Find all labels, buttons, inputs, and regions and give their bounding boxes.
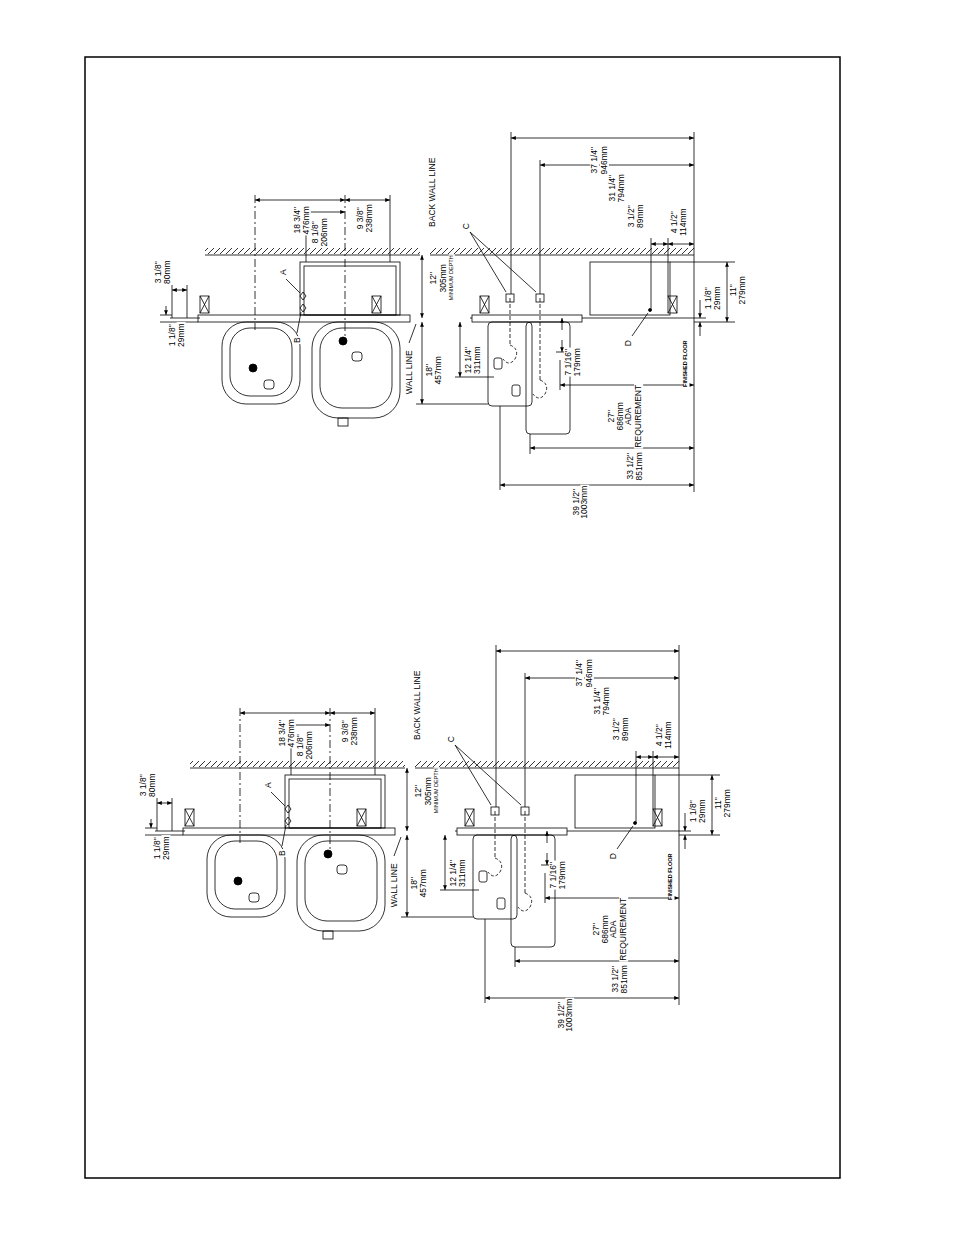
drawing-label: 7 1/16": [549, 861, 558, 890]
drawing-label: 7 1/16": [564, 348, 573, 377]
drawing-label: MINIMUM DEPTH: [433, 768, 439, 815]
drawing-label: 12": [429, 271, 438, 285]
drawing-label: 12 1/4": [449, 859, 458, 888]
drawing-label: 29mm: [713, 285, 722, 311]
drawing-label: 311mm: [458, 858, 467, 888]
drawing-label: ADA: [625, 406, 634, 425]
drawing-label: 11": [714, 796, 723, 810]
drawing-label: 18": [425, 363, 434, 377]
drawing-label: 11": [729, 283, 738, 297]
drawing-label: REQUIREMENT: [634, 384, 643, 449]
drawing-label: 29mm: [162, 835, 171, 861]
drawing-label: 686mm: [616, 401, 625, 431]
drawing-label: 9 3/8": [356, 206, 365, 230]
drawing-label: 457mm: [434, 355, 443, 385]
drawing-label: 1 1/8": [704, 286, 713, 310]
drawing-label: 206mm: [320, 217, 329, 247]
drawing-label: 29mm: [177, 322, 186, 348]
drawing-label: MINIMUM DEPTH: [448, 255, 454, 302]
drawing-label: 4 1/2": [670, 210, 679, 234]
drawing-label: 946mm: [585, 658, 594, 688]
drawing-label: 80mm: [148, 772, 157, 798]
drawing-label: A: [264, 781, 273, 789]
drawing-label: 311mm: [473, 345, 482, 375]
drawing-label: 457mm: [419, 868, 428, 898]
drawing-label: A: [279, 268, 288, 276]
drawing-label: 31 1/4": [593, 687, 602, 716]
drawing-label: 4 1/2": [655, 723, 664, 747]
drawing-label: 179mm: [573, 347, 582, 377]
drawing-label: 18 3/4": [293, 206, 302, 235]
drawing-label: 1003mm: [581, 484, 590, 519]
drawing-label: 1 1/8": [168, 323, 177, 347]
drawing-label: 33 1/2": [626, 452, 635, 481]
drawing-label: ADA: [610, 919, 619, 938]
drawing-label: B: [293, 336, 302, 344]
drawing-label: 3 1/2": [612, 717, 621, 741]
drawing-label: 279mm: [738, 275, 747, 305]
drawing-label: 39 1/2": [572, 488, 581, 517]
drawing-label: 12 1/4": [464, 346, 473, 375]
drawing-label: 305mm: [424, 776, 433, 806]
drawing-label: FINISHED FLOOR: [683, 340, 689, 388]
drawing-label: 18 3/4": [278, 719, 287, 748]
drawing-label: WALL LINE: [390, 862, 399, 908]
drawing-label: 1003mm: [566, 997, 575, 1032]
drawing-label: D: [624, 339, 633, 347]
drawing-label: 686mm: [601, 914, 610, 944]
drawing-label: C: [447, 735, 456, 743]
drawing-label: BACK WALL LINE: [414, 669, 423, 740]
drawing-label: 279mm: [723, 788, 732, 818]
drawing-label: 851mm: [635, 451, 644, 481]
drawing-label: BACK WALL LINE: [429, 156, 438, 227]
drawing-label: 29mm: [698, 798, 707, 824]
drawing-label: B: [278, 849, 287, 857]
drawing-label: 89mm: [636, 203, 645, 229]
drawing-label: 206mm: [305, 730, 314, 760]
drawing-label: C: [462, 222, 471, 230]
drawing-label: 1 1/8": [153, 836, 162, 860]
drawing-label: 37 1/4": [575, 659, 584, 688]
drawing-label: 80mm: [163, 259, 172, 285]
drawing-label: FINISHED FLOOR: [668, 853, 674, 901]
drawing-label: 851mm: [620, 964, 629, 994]
drawing-label: 8 1/8": [296, 733, 305, 757]
drawing-label: 37 1/4": [590, 146, 599, 175]
drawing-label: 31 1/4": [608, 174, 617, 203]
drawing-label: WALL LINE: [405, 349, 414, 395]
drawing-label: 238mm: [365, 203, 374, 233]
drawing-label: D: [609, 852, 618, 860]
drawing-label: 1 1/8": [689, 799, 698, 823]
drawing-label: 8 1/8": [311, 220, 320, 244]
drawing-label: 794mm: [617, 173, 626, 203]
drawing-label: 3 1/8": [139, 773, 148, 797]
drawing-label: 114mm: [664, 720, 673, 750]
drawing-label: 476mm: [302, 205, 311, 235]
drawing-label: 794mm: [602, 686, 611, 716]
drawing-label: 238mm: [350, 716, 359, 746]
drawing-label: 114mm: [679, 207, 688, 237]
drawing-label: 27": [592, 922, 601, 936]
drawing-label: 27": [607, 409, 616, 423]
drawing-label: REQUIREMENT: [619, 897, 628, 962]
drawing-label: 18": [410, 876, 419, 890]
drawing-label: 946mm: [600, 145, 609, 175]
drawing-label: 89mm: [621, 716, 630, 742]
drawing-label: 39 1/2": [557, 1001, 566, 1030]
drawing-label: 9 3/8": [341, 719, 350, 743]
drawing-label: 476mm: [287, 718, 296, 748]
drawing-label: 12": [414, 784, 423, 798]
drawing-label: 33 1/2": [611, 965, 620, 994]
drawing-label: 305mm: [439, 263, 448, 293]
drawing-label: 3 1/8": [154, 260, 163, 284]
drawing-label: 3 1/2": [627, 204, 636, 228]
drawing-label: 179mm: [558, 860, 567, 890]
